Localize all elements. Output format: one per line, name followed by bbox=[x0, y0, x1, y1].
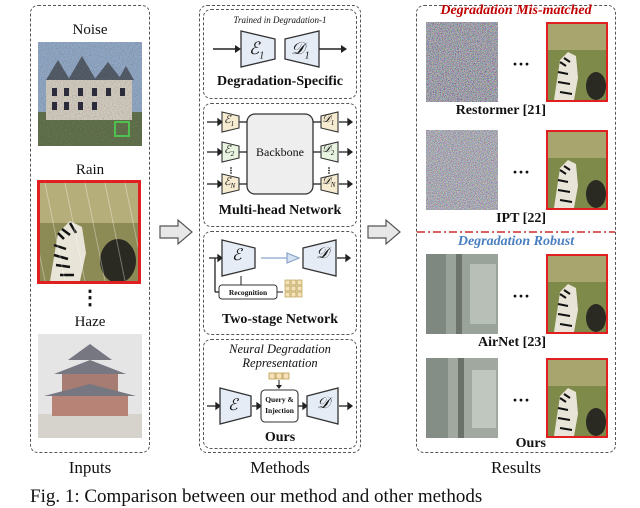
multihead-dec-2: 𝒟2 bbox=[322, 143, 335, 158]
ours-header-line1: Neural Degradation bbox=[229, 342, 331, 356]
result-restormer-ellipsis: ··· bbox=[512, 54, 531, 74]
result-ipt-zebra bbox=[546, 130, 608, 210]
input-label-rain: Rain bbox=[75, 162, 105, 178]
input-haze-image bbox=[38, 334, 142, 438]
results-panel bbox=[416, 5, 616, 453]
input-ellipsis: ⋮ bbox=[80, 287, 100, 309]
result-ours-crop bbox=[426, 358, 498, 438]
specific-decoder-label: 𝒟1 bbox=[291, 39, 310, 62]
multihead-title: Multi-head Network bbox=[218, 203, 342, 218]
ours-title: Ours bbox=[264, 430, 296, 445]
result-restormer-name: Restormer [21] bbox=[455, 103, 546, 118]
methods-panel bbox=[199, 5, 361, 453]
input-rain-image bbox=[37, 180, 141, 284]
twostage-diagram bbox=[209, 239, 352, 300]
method-twostage-box bbox=[203, 231, 357, 335]
specific-title: Degradation-Specific bbox=[217, 74, 343, 89]
result-airnet-name: AirNet [23] bbox=[477, 335, 546, 350]
result-airnet-crop bbox=[426, 254, 498, 334]
method-multihead-box bbox=[203, 103, 357, 227]
mismatch-header: Degradation Mis-matched bbox=[440, 3, 592, 18]
arrow-right-icon bbox=[159, 218, 193, 246]
methods-column-label: Methods bbox=[250, 458, 310, 477]
specific-encoder-decoder bbox=[213, 30, 347, 68]
results-column-label: Results bbox=[490, 458, 542, 477]
method-specific-box bbox=[203, 9, 357, 99]
inputs-panel bbox=[30, 5, 150, 453]
inputs-column-label: Inputs bbox=[68, 458, 112, 477]
result-ipt-name: IPT [22] bbox=[496, 211, 546, 226]
input-label-noise: Noise bbox=[72, 22, 108, 38]
input-label-haze: Haze bbox=[74, 314, 106, 330]
result-ours-ellipsis: ··· bbox=[512, 390, 531, 410]
arrow-right-icon bbox=[367, 218, 401, 246]
result-ours-zebra bbox=[546, 358, 608, 438]
multihead-enc-n: ℰN bbox=[224, 176, 236, 191]
result-ours-name: Ours bbox=[515, 436, 546, 451]
multihead-dec-n: 𝒟N bbox=[322, 175, 336, 190]
specific-encoder-label: ℰ1 bbox=[249, 39, 265, 62]
result-ipt-ellipsis: ··· bbox=[512, 162, 531, 182]
result-restormer-noisy bbox=[426, 22, 498, 102]
multihead-enc-1: ℰ1 bbox=[224, 114, 235, 129]
ours-encoder-label: ℰ bbox=[228, 397, 238, 414]
robust-header: Degradation Robust bbox=[457, 234, 575, 249]
result-airnet-ellipsis: ··· bbox=[512, 286, 531, 306]
ours-query-line1: Query & bbox=[265, 395, 294, 404]
multihead-enc-2: ℰ2 bbox=[224, 144, 235, 159]
multihead-dec-1: 𝒟1 bbox=[322, 113, 335, 128]
multihead-diagram bbox=[207, 111, 354, 195]
multihead-backbone-label: Backbone bbox=[256, 145, 304, 159]
twostage-encoder-label: ℰ bbox=[232, 247, 242, 264]
specific-note: Trained in Degradation-1 bbox=[233, 15, 327, 25]
twostage-recognition-label: Recognition bbox=[228, 288, 268, 297]
result-airnet-zebra bbox=[546, 254, 608, 334]
result-restormer-zebra bbox=[546, 22, 608, 102]
ours-header-line2: Representation bbox=[242, 356, 318, 370]
results-divider bbox=[417, 231, 615, 233]
twostage-decoder-label: 𝒟 bbox=[316, 245, 329, 262]
ours-query-line2: Injection bbox=[265, 406, 294, 415]
ours-decoder-label: 𝒟 bbox=[317, 395, 330, 412]
twostage-title: Two-stage Network bbox=[222, 312, 338, 327]
method-ours-box bbox=[203, 339, 357, 449]
figure-caption: Fig. 1: Comparison between our method an… bbox=[30, 486, 483, 507]
result-ipt-noisy bbox=[426, 130, 498, 210]
input-noise-image bbox=[38, 42, 142, 146]
ours-diagram bbox=[207, 372, 354, 425]
